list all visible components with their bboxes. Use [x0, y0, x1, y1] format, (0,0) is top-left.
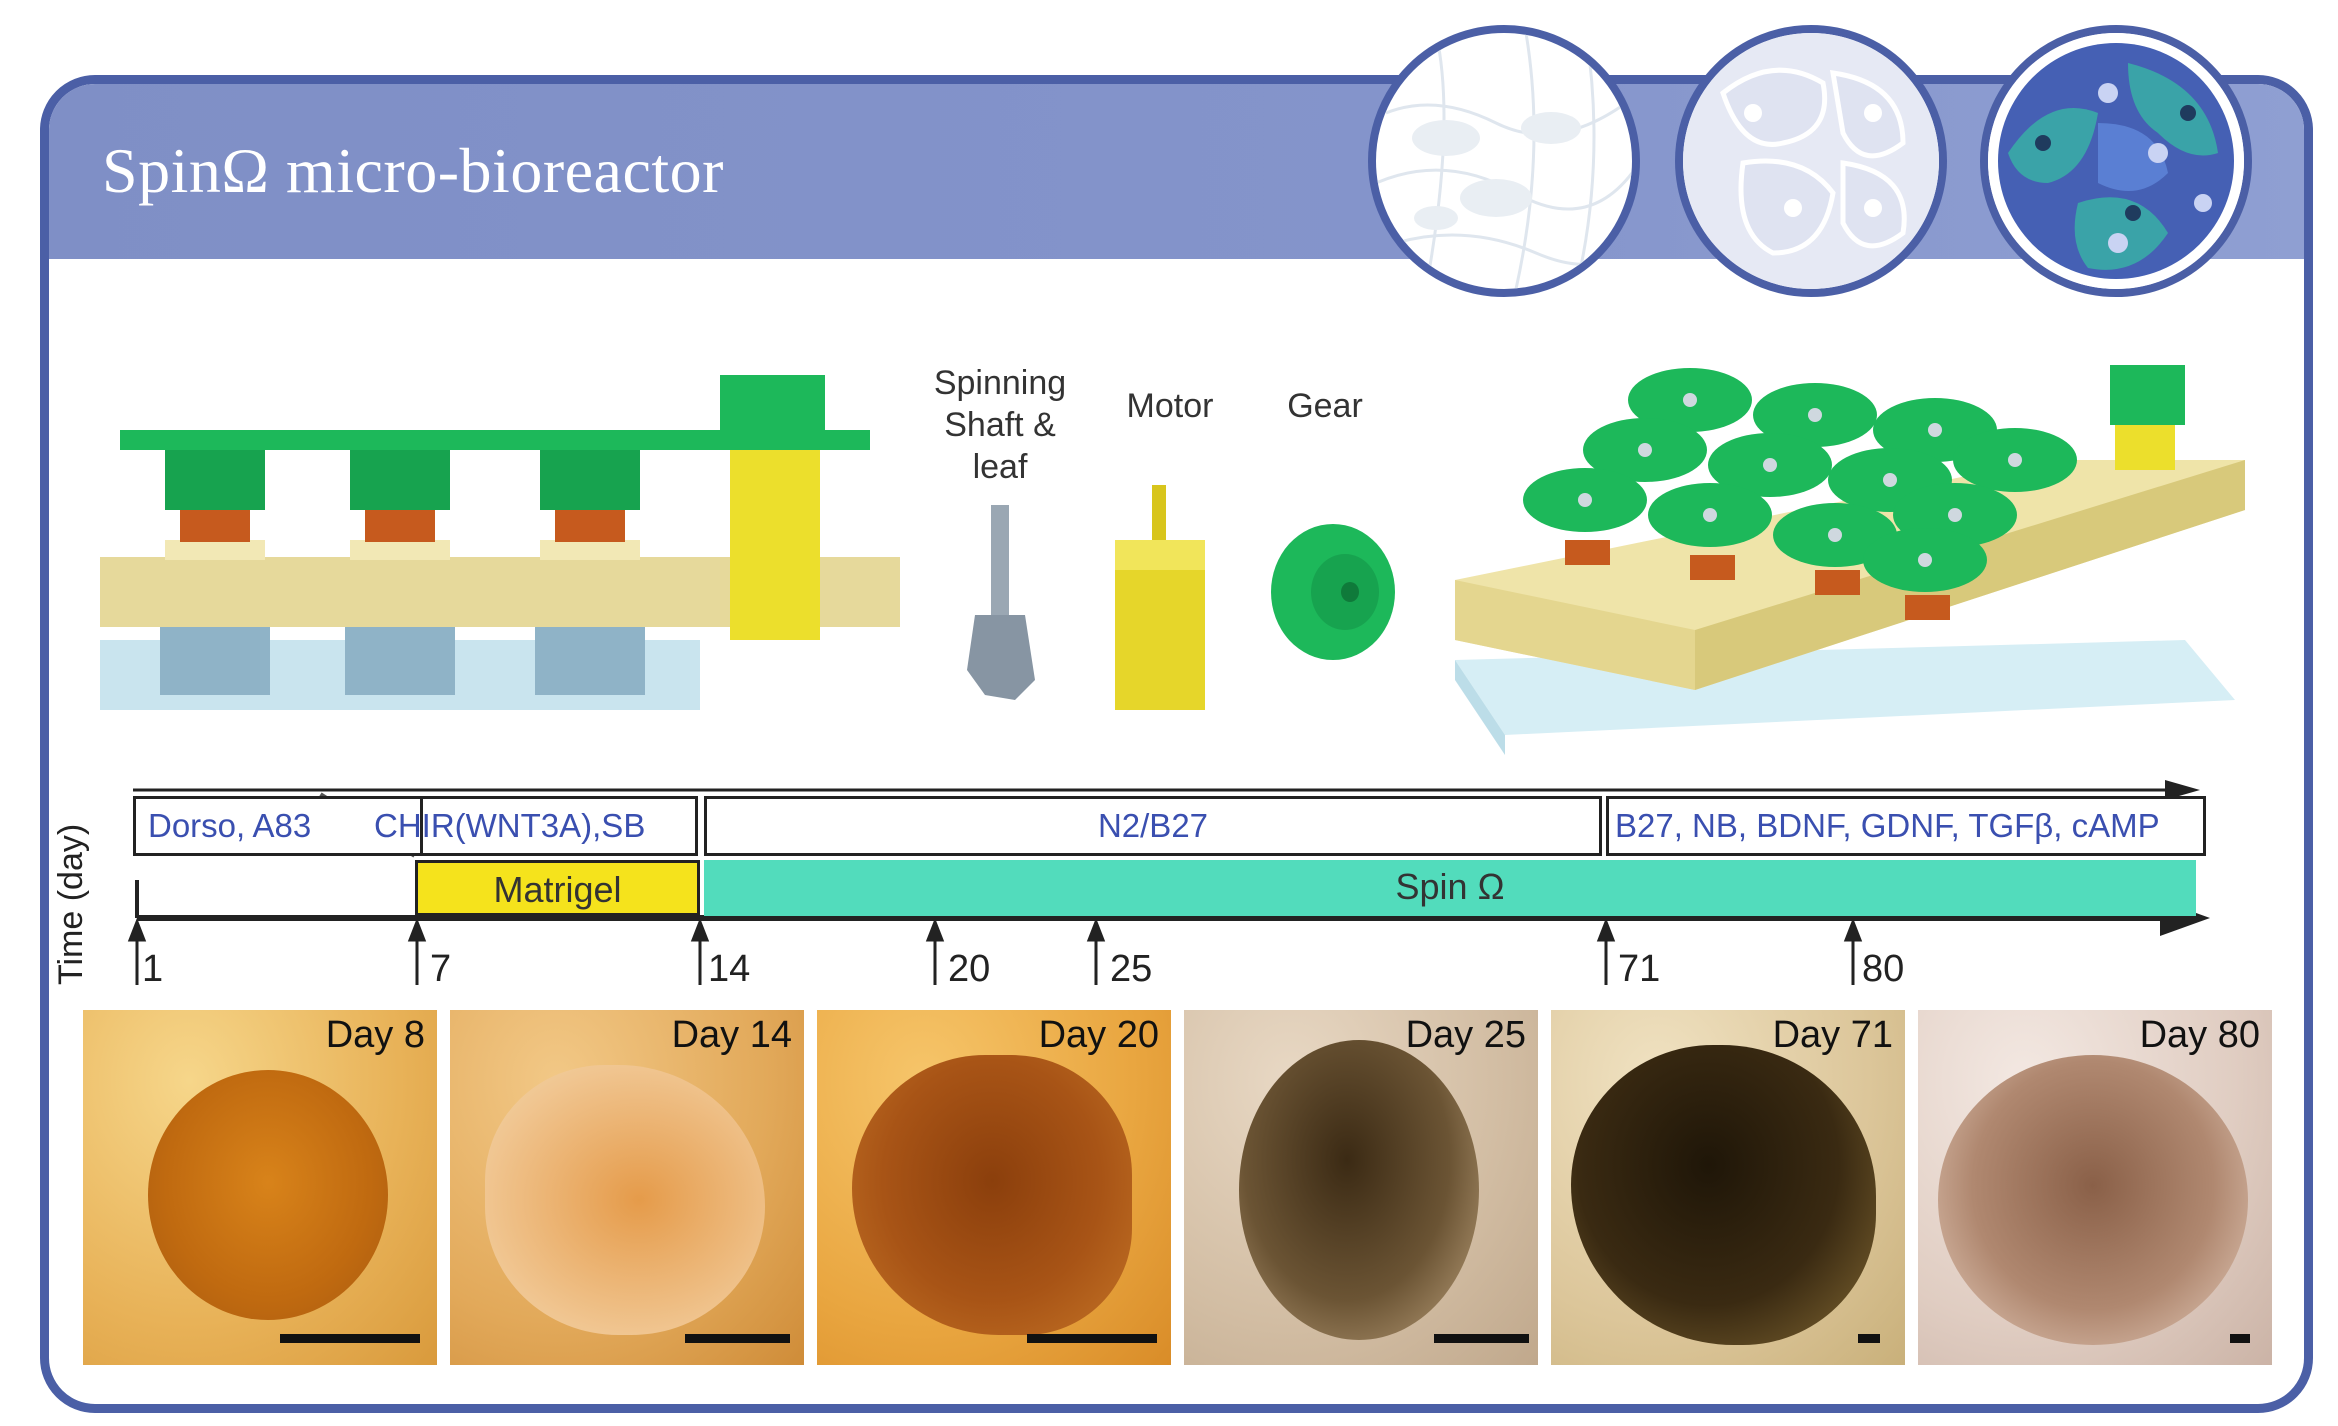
media-n2-box: N2/B27: [704, 796, 1602, 856]
tick-day-80: 80: [1862, 948, 1905, 990]
tick-day-7: 7: [430, 948, 452, 990]
cells-aggregate-illustration: [1675, 25, 1947, 297]
spin-label: Spin Ω: [1395, 866, 1505, 907]
photo-day-8-label: Day 8: [325, 1014, 425, 1056]
tick-day-25: 25: [1110, 948, 1153, 990]
photo-day-20: Day 20: [817, 1010, 1171, 1365]
spinning-shaft-part: [967, 505, 1035, 700]
photo-day-25: Day 25: [1184, 1010, 1538, 1365]
media-late-label: B27, NB, BDNF, GDNF, TGFβ, cAMP: [1615, 807, 2160, 844]
tick-day-14: 14: [708, 948, 751, 990]
tick-day-71: 71: [1618, 948, 1661, 990]
photo-day-71: Day 71: [1551, 1010, 1905, 1365]
matrigel-bar: Matrigel: [415, 860, 700, 916]
photo-day-25-label: Day 25: [1405, 1014, 1526, 1056]
bioreactor-isometric-view: [1455, 365, 2245, 755]
header-bar: SpinΩ micro-bioreactor: [49, 84, 2304, 259]
scale-bar: [1858, 1334, 1880, 1343]
bioreactor-side-view: [100, 375, 900, 710]
photo-day-8: Day 8: [83, 1010, 437, 1365]
photo-day-20-label: Day 20: [1038, 1014, 1159, 1056]
scale-bar: [1027, 1334, 1157, 1343]
media-n2-label: N2/B27: [1097, 807, 1209, 844]
scale-bar: [280, 1334, 420, 1343]
photo-day-14: Day 14: [450, 1010, 804, 1365]
scale-bar: [1434, 1334, 1529, 1343]
motor-part: [1115, 485, 1205, 710]
scale-bar: [2230, 1334, 2250, 1343]
timeline-axis-label: Time (day): [52, 823, 90, 985]
motor-label: Motor: [1126, 387, 1214, 425]
shaft-label: Spinning Shaft & leaf: [915, 362, 1085, 488]
shaft-label-line-2: Shaft &: [944, 406, 1056, 444]
scale-bar: [685, 1334, 790, 1343]
matrigel-label: Matrigel: [493, 869, 622, 910]
tick-day-1: 1: [142, 948, 164, 990]
shaft-label-line-3: leaf: [972, 448, 1028, 486]
media-early-box: Dorso, A83: [133, 796, 423, 856]
tick-day-20: 20: [948, 948, 991, 990]
shaft-label-line-1: Spinning: [933, 364, 1067, 402]
photo-day-80-label: Day 80: [2139, 1014, 2260, 1056]
page-title: SpinΩ micro-bioreactor: [102, 135, 724, 206]
gear-part: [1271, 524, 1395, 660]
photo-day-80: Day 80: [1918, 1010, 2272, 1365]
photo-day-14-label: Day 14: [671, 1014, 792, 1056]
cells-sparse-illustration: [1368, 25, 1640, 297]
gear-label: Gear: [1287, 387, 1363, 425]
media-late-box: B27, NB, BDNF, GDNF, TGFβ, cAMP: [1606, 796, 2206, 856]
spin-bar: Spin Ω: [704, 860, 2196, 916]
photo-day-71-label: Day 71: [1772, 1014, 1893, 1056]
media-wnt-box: CHIR(WNT3A),SB: [370, 796, 698, 856]
cells-organoid-illustration: [1980, 25, 2252, 297]
media-early-label: Dorso, A83: [148, 807, 312, 844]
media-wnt-label: CHIR(WNT3A),SB: [374, 807, 646, 844]
